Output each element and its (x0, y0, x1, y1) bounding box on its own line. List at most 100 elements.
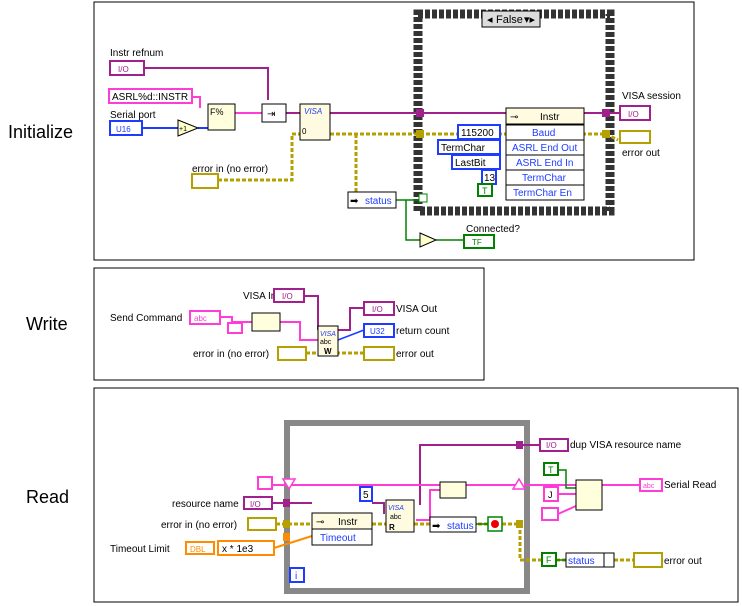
serial-port-control[interactable] (109, 120, 143, 136)
read-tunnel-timeout (283, 533, 290, 541)
wire-status-not (405, 200, 420, 241)
visa-open-node[interactable] (299, 103, 331, 141)
termchar-en-constant[interactable] (477, 183, 493, 197)
visa-write-w: W (324, 347, 332, 356)
read-error-in-label: error in (no error) (161, 520, 237, 531)
write-error-in-label: error in (no error) (193, 349, 269, 360)
read-concatenate-node[interactable] (439, 481, 467, 499)
serial-read-indicator[interactable] (639, 478, 663, 492)
line-feed-constant[interactable] (227, 322, 243, 334)
timeout-limit-control[interactable] (185, 541, 215, 555)
search-replace-node[interactable] (575, 479, 603, 511)
read-error-in-control[interactable] (247, 517, 277, 531)
connected-indicator[interactable] (463, 234, 495, 249)
shift-register-left (281, 478, 297, 491)
read-string-constant[interactable] (541, 507, 559, 521)
read-label: Read (26, 487, 70, 507)
wire-read-session (372, 502, 385, 514)
case-selector-value: False (496, 14, 523, 26)
resource-name-control[interactable] (243, 496, 273, 510)
format-into-string-node[interactable] (207, 103, 236, 131)
format-icon-text: F% (210, 107, 224, 117)
send-command-control[interactable] (189, 310, 221, 325)
visa-out-indicator[interactable] (363, 301, 395, 316)
initialize-label: Initialize (8, 122, 74, 142)
read-status-unbundle[interactable] (429, 516, 477, 533)
visa-read-r: R (389, 523, 395, 532)
read-final-status-text: status (568, 556, 595, 567)
shift-register-right (511, 477, 527, 490)
wire-concat (280, 321, 318, 341)
tunnel-session-in (416, 109, 424, 117)
connected-label: Connected? (466, 224, 520, 235)
end-in-constant[interactable] (451, 154, 501, 170)
f-constant[interactable] (541, 552, 557, 567)
termchar-value: 13 (484, 173, 496, 184)
increment-node[interactable] (177, 119, 200, 137)
return-count-indicator[interactable] (363, 323, 395, 338)
end-out-value: TermChar (441, 143, 486, 154)
resource-name-tag: I/O (250, 500, 261, 509)
visa-write-label: VISA (320, 331, 336, 338)
instr-refnum-control[interactable] (109, 60, 145, 76)
concatenate-node[interactable] (251, 312, 281, 332)
read-status-text: status (447, 521, 474, 532)
stop-icon (491, 520, 499, 528)
j-constant[interactable] (543, 486, 559, 502)
bundle-node[interactable] (603, 552, 615, 568)
send-command-type: abc (194, 314, 207, 323)
resource-name-label: resource name (172, 499, 239, 510)
visa-read-abc: abc (390, 514, 402, 521)
type-cast-node[interactable] (261, 103, 287, 123)
termchar-en-value: T (482, 186, 488, 196)
dup-visa-indicator[interactable] (539, 438, 569, 452)
visa-in-control[interactable] (273, 288, 305, 303)
read-timeout-property[interactable] (311, 528, 373, 546)
empty-string-constant[interactable] (257, 476, 273, 490)
visa-session-label: VISA session (622, 91, 681, 102)
serial-port-type: U16 (116, 125, 131, 134)
instr-refnum-tag: I/O (118, 65, 129, 74)
write-panel (93, 267, 485, 381)
case-selector-terminal (418, 193, 428, 203)
return-count-label: return count (396, 326, 450, 337)
not-node[interactable] (419, 232, 438, 248)
format-string-value: ASRL%d::INSTR (112, 92, 188, 103)
visa-read-node[interactable] (385, 499, 415, 533)
f-constant-value: F (546, 555, 552, 565)
visa-write-node[interactable] (317, 325, 339, 357)
read-error-out-indicator[interactable] (633, 552, 663, 568)
serial-read-type: abc (643, 483, 655, 490)
visa-write-abc: abc (320, 339, 332, 346)
connected-tf: TF (472, 238, 482, 247)
write-error-out-indicator[interactable] (363, 346, 395, 361)
serial-port-label: Serial port (110, 110, 156, 121)
init-error-in-label: error in (no error) (192, 164, 268, 175)
visa-in-tag: I/O (282, 292, 293, 301)
iteration-terminal (289, 567, 305, 583)
write-error-out-label: error out (396, 349, 434, 360)
multiply-node[interactable] (217, 540, 275, 556)
visa-session-indicator[interactable] (619, 105, 651, 121)
prop-termchar-en-label: TermChar En (513, 188, 572, 199)
write-error-in-control[interactable] (277, 346, 307, 361)
visa-in-label: VISA In (243, 291, 276, 302)
prop-termchar-en[interactable] (505, 184, 585, 201)
visa-out-label: VISA Out (396, 304, 437, 315)
read-key-icon: ⊸ (316, 517, 324, 528)
status-unbundle[interactable] (347, 191, 397, 209)
read-status-arrow: ➡ (432, 521, 441, 532)
visa-read-label: VISA (388, 505, 404, 512)
init-error-in-control[interactable] (191, 173, 219, 189)
end-in-value: LastBit (455, 158, 486, 169)
property-node-header[interactable] (505, 107, 585, 125)
tunnel-error-out (602, 130, 610, 138)
case-selector[interactable] (481, 10, 541, 28)
init-error-out-indicator[interactable] (619, 130, 651, 144)
bytes-constant[interactable] (359, 486, 373, 502)
t-constant[interactable] (543, 462, 559, 476)
init-status-text: status (365, 196, 392, 207)
wire-read-concat (557, 505, 577, 515)
format-string-constant[interactable] (108, 88, 193, 104)
